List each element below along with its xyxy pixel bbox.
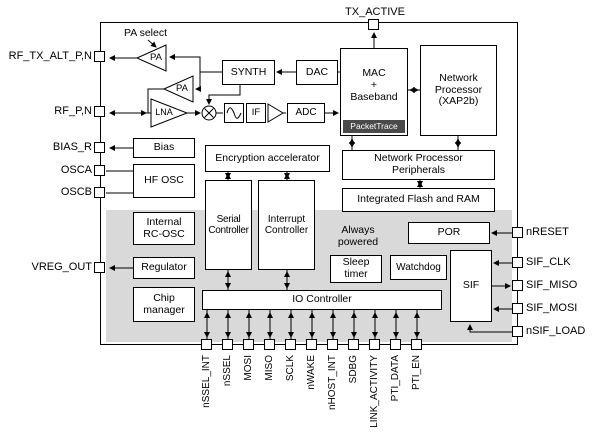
pin-label-rf-tx-alt: RF_TX_ALT_P,N bbox=[8, 50, 92, 62]
pin-label-sclk: SCLK bbox=[285, 355, 296, 382]
pin-label-nwake: nWAKE bbox=[306, 355, 317, 390]
pa-bottom-label: PA bbox=[176, 83, 188, 94]
pin-sif-mosi bbox=[512, 303, 523, 314]
block-network-processor: Network Processor (XAP2b) bbox=[420, 45, 497, 136]
pin-oscb bbox=[94, 187, 105, 198]
pin-bias-r bbox=[94, 142, 105, 153]
pin-sdbg bbox=[348, 339, 359, 350]
pin-label-vreg-out: VREG_OUT bbox=[31, 261, 92, 273]
block-dac: DAC bbox=[296, 60, 338, 85]
pin-nwake bbox=[306, 339, 317, 350]
block-hf-osc: HF OSC bbox=[133, 164, 195, 198]
pin-mosi bbox=[243, 339, 254, 350]
pin-pti-data bbox=[390, 339, 401, 350]
block-internal-rc-osc: Internal RC-OSC bbox=[133, 212, 195, 245]
pin-osca bbox=[94, 165, 105, 176]
label-pa-select: PA select bbox=[124, 27, 167, 39]
block-adc: ADC bbox=[287, 103, 325, 123]
block-serial-controller: Serial Controller bbox=[205, 180, 252, 270]
pin-label-oscb: OSCB bbox=[60, 186, 92, 198]
pin-rf-p-n bbox=[94, 106, 105, 117]
pin-label-bias-r: BIAS_R bbox=[52, 141, 92, 153]
pin-label-sdbg: SDBG bbox=[348, 355, 359, 384]
block-flash-ram: Integrated Flash and RAM bbox=[342, 188, 495, 212]
pin-link-activity bbox=[369, 339, 380, 350]
pin-label-link-activity: LINK_ACTIVITY bbox=[369, 355, 380, 428]
pin-vreg-out bbox=[94, 262, 105, 273]
pin-label-nhost-int: nHOST_INT bbox=[327, 355, 338, 411]
block-por: POR bbox=[408, 222, 490, 244]
block-chip-manager: Chip manager bbox=[133, 287, 195, 322]
block-io-controller: IO Controller bbox=[202, 290, 442, 310]
pin-label-nreset: nRESET bbox=[526, 226, 569, 238]
lna-label: LNA bbox=[155, 107, 173, 117]
pin-rf-tx-alt bbox=[94, 51, 105, 62]
pin-label-pti-data: PTI_DATA bbox=[390, 355, 401, 402]
pin-label-sif-miso: SIF_MISO bbox=[526, 279, 578, 291]
pin-nhost-int bbox=[327, 339, 338, 350]
pin-label-pti-en: PTI_EN bbox=[411, 355, 422, 391]
pin-label-nsif-load: nSIF_LOAD bbox=[526, 325, 586, 337]
pin-nssel bbox=[222, 339, 233, 350]
block-mac-baseband: MAC + Baseband PacketTrace bbox=[340, 48, 408, 136]
pin-label-rf-p-n: RF_P,N bbox=[54, 105, 92, 117]
pa-top-label: PA bbox=[150, 52, 162, 63]
pin-label-tx-active: TX_ACTIVE bbox=[345, 6, 405, 18]
pin-label-miso: MISO bbox=[264, 355, 275, 381]
label-always-powered: Always powered bbox=[337, 224, 379, 249]
mac-baseband-label: MAC + Baseband bbox=[350, 67, 398, 103]
pin-sif-clk bbox=[512, 257, 523, 268]
block-interrupt-controller: Interrupt Controller bbox=[258, 180, 315, 270]
block-bias: Bias bbox=[133, 138, 195, 158]
block-np-peripherals: Network Processor Peripherals bbox=[342, 150, 495, 180]
block-if: IF bbox=[246, 103, 266, 123]
block-synth: SYNTH bbox=[222, 60, 275, 85]
pin-nreset bbox=[512, 227, 523, 238]
pin-label-sif-clk: SIF_CLK bbox=[526, 256, 571, 268]
pin-label-osca: OSCA bbox=[60, 164, 92, 176]
block-packettrace: PacketTrace bbox=[343, 120, 405, 133]
pin-label-nssel-int: nSSEL_INT bbox=[201, 355, 212, 408]
block-sif: SIF bbox=[450, 250, 492, 322]
pin-sclk bbox=[285, 339, 296, 350]
pin-miso bbox=[264, 339, 275, 350]
pin-sif-miso bbox=[512, 280, 523, 291]
pin-label-mosi: MOSI bbox=[243, 355, 254, 381]
block-regulator: Regulator bbox=[133, 257, 195, 279]
pin-pti-en bbox=[411, 339, 422, 350]
filter-box bbox=[224, 103, 244, 123]
pin-nssel-int bbox=[201, 339, 212, 350]
pin-tx-active bbox=[368, 19, 379, 30]
block-encryption-accelerator: Encryption accelerator bbox=[205, 145, 330, 172]
pin-nsif-load bbox=[512, 326, 523, 337]
pin-label-sif-mosi: SIF_MOSI bbox=[526, 302, 578, 314]
block-sleep-timer: Sleep timer bbox=[330, 255, 382, 283]
block-watchdog: Watchdog bbox=[390, 255, 447, 280]
pin-label-nssel: nSSEL bbox=[222, 355, 233, 387]
